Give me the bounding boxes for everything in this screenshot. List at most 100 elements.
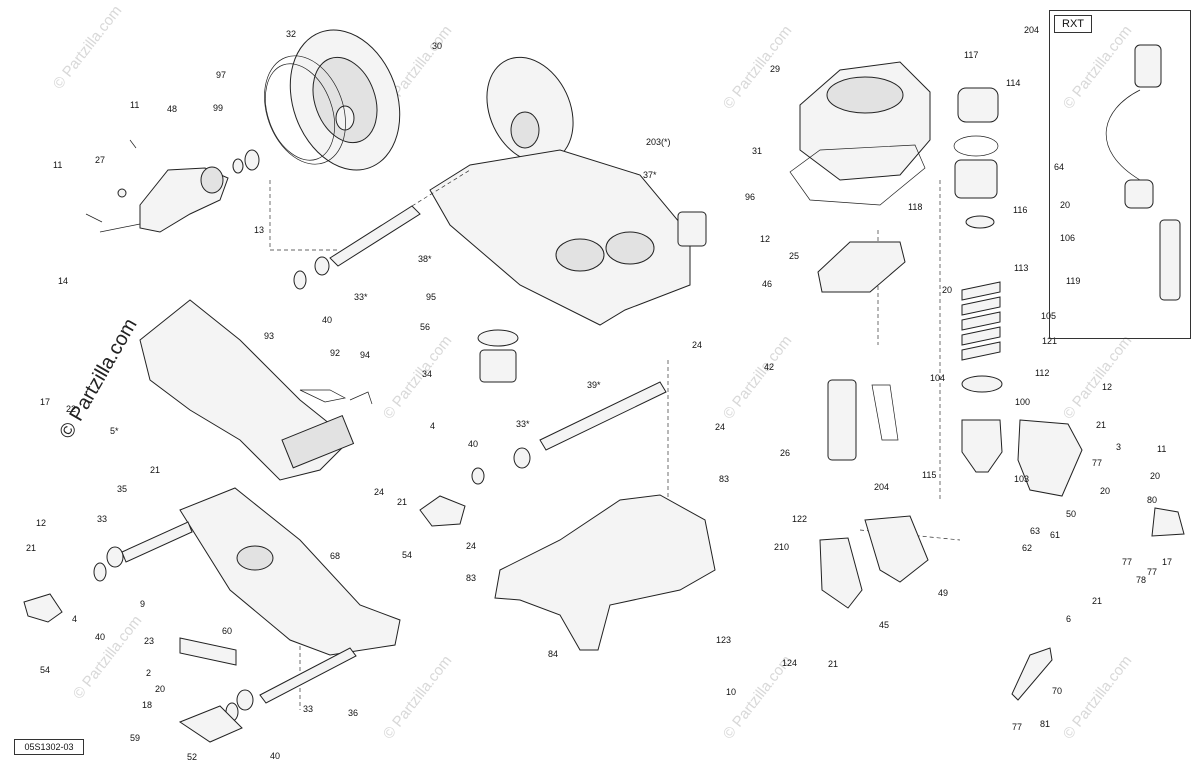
tank-top <box>826 76 904 114</box>
cover-49 <box>864 515 929 583</box>
callout-label: 21 <box>26 543 36 553</box>
callout-label: 2 <box>146 668 151 678</box>
callout-label: 96 <box>745 192 755 202</box>
rxt-variant-tag: RXT <box>1054 15 1092 33</box>
arm-100 <box>1017 419 1083 497</box>
callout-label: 33* <box>516 419 530 429</box>
callout-label: 22 <box>66 404 76 414</box>
callout-label: 40 <box>322 315 332 325</box>
watermark-text: © Partzilla.com <box>380 652 456 742</box>
callout-label: 31 <box>752 146 762 156</box>
callout-label: 33* <box>354 292 368 302</box>
callout-label: 40 <box>468 439 478 449</box>
callout-label: 10 <box>726 687 736 697</box>
callout-label: 95 <box>426 292 436 302</box>
plate-56 <box>477 329 519 347</box>
callout-label: 21 <box>828 659 838 669</box>
ring-40 <box>293 270 307 290</box>
bushing-33 <box>314 256 330 276</box>
gasket-31 <box>789 144 926 206</box>
bracket-80 <box>1151 507 1185 537</box>
callout-label: 117 <box>964 50 978 60</box>
drive-shaft-39 <box>539 381 667 451</box>
tunnel-and-frame <box>23 299 401 743</box>
callout-label: 12 <box>760 234 770 244</box>
callout-label: 60 <box>222 626 232 636</box>
seat-113 <box>965 215 995 229</box>
callout-label: 26 <box>780 448 790 458</box>
bushing-33-centre <box>513 447 531 469</box>
callout-label: 94 <box>360 350 370 360</box>
callout-label: 80 <box>1147 495 1157 505</box>
callout-label: 23 <box>144 636 154 646</box>
watermark-text: © Partzilla.com <box>1060 332 1136 422</box>
callout-label: 3 <box>1116 442 1121 452</box>
pulley-hub <box>312 56 378 144</box>
callout-label: 11 <box>130 100 139 110</box>
callout-label: 62 <box>1022 543 1032 553</box>
callout-label: 63 <box>1030 526 1040 536</box>
callout-label: 5* <box>110 426 119 436</box>
nut-27 <box>117 188 127 198</box>
callout-label: 59 <box>130 733 140 743</box>
callout-label: 17 <box>40 397 50 407</box>
callout-label: 18 <box>142 700 152 710</box>
callout-label: 42 <box>764 362 774 372</box>
callout-label: 20 <box>1100 486 1110 496</box>
callout-label: 35 <box>117 484 127 494</box>
hook-94 <box>349 391 373 405</box>
callout-label: 24 <box>466 541 476 551</box>
housing-pocket-right <box>605 231 655 265</box>
callout-label: 70 <box>1052 686 1062 696</box>
callout-label: 37* <box>643 170 657 180</box>
pivot-tube-38 <box>329 205 421 267</box>
callout-label: 24 <box>715 422 725 432</box>
watermark-text: © Partzilla.com <box>380 332 456 422</box>
callout-label: 116 <box>1013 205 1027 215</box>
callout-label: 20 <box>1150 471 1160 481</box>
spring-121 <box>961 281 1001 361</box>
callout-label: 92 <box>330 348 340 358</box>
callout-label: 27 <box>95 155 105 165</box>
callout-label: 20 <box>942 285 952 295</box>
callout-label: 29 <box>770 64 780 74</box>
guide-line <box>411 169 471 207</box>
callout-label: 38* <box>418 254 432 264</box>
callout-label: 36 <box>348 708 358 718</box>
callout-label: 11 <box>1157 444 1166 454</box>
callout-label: 24 <box>692 340 702 350</box>
frame-cutout <box>236 545 274 571</box>
callout-label: 9 <box>140 599 145 609</box>
bushing-33-lower <box>236 689 254 711</box>
callout-label: 14 <box>58 276 68 286</box>
callout-label: 33 <box>303 704 313 714</box>
spring-clip-104 <box>871 384 899 441</box>
callout-label: 113 <box>1014 263 1028 273</box>
bracket-54-left <box>23 593 63 623</box>
swing-arm-housing-203 <box>293 56 707 326</box>
drive-wheel-assembly <box>85 29 401 233</box>
washer-13 <box>244 149 260 171</box>
plate-60 <box>179 637 237 666</box>
rxt-shock-body <box>1159 219 1181 301</box>
callout-label: 39* <box>587 380 601 390</box>
reservoir-hose <box>1105 89 1141 181</box>
watermark-text: © Partzilla.com <box>1060 652 1136 742</box>
callout-label: 203(*) <box>646 137 671 147</box>
callout-label: 54 <box>402 550 412 560</box>
axle-36 <box>259 647 357 704</box>
callout-label: 12 <box>36 518 46 528</box>
reservoir <box>1134 44 1162 88</box>
bumper-34-top <box>677 211 707 247</box>
callout-label: 118 <box>908 202 922 212</box>
callout-label: 50 <box>1066 509 1076 519</box>
ring-40-left <box>93 562 107 582</box>
callout-label: 30 <box>432 41 442 51</box>
callout-label: 20 <box>155 684 165 694</box>
callout-label: 40 <box>95 632 105 642</box>
callout-label: 210 <box>774 542 789 552</box>
frame-68 <box>179 487 401 656</box>
callout-label: 40 <box>270 751 280 761</box>
rear-grille <box>281 414 355 469</box>
